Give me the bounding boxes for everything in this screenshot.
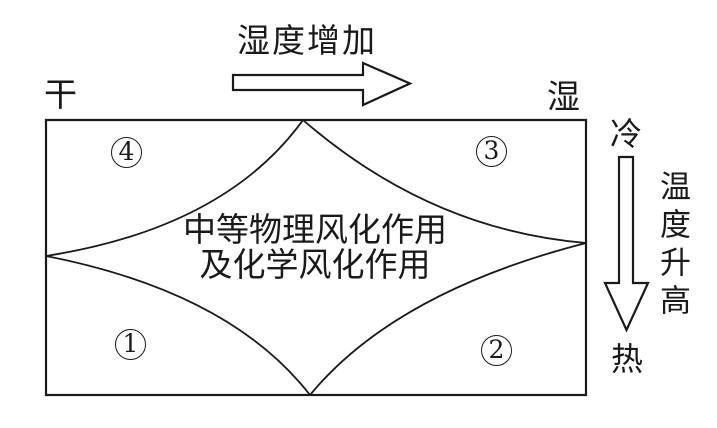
curve-top-right: [302, 119, 587, 244]
right-arrow-icon: [231, 61, 413, 107]
region-2-number: 2: [488, 335, 505, 364]
humidity-arrow-label: 湿度增加: [237, 21, 377, 60]
cold-label: 冷: [610, 115, 643, 153]
region-4-marker: 4: [111, 137, 142, 168]
region-2-marker: 2: [481, 335, 512, 366]
region-1-marker: 1: [115, 329, 146, 360]
hot-label: 热: [611, 340, 644, 378]
region-3-number: 3: [483, 136, 500, 165]
center-region-line2: 及化学风化作用: [199, 245, 431, 284]
region-4-number: 4: [118, 137, 135, 166]
center-region-line1: 中等物理风化作用: [183, 210, 447, 249]
temperature-rise-label: 温度升高: [654, 170, 690, 322]
center-region-text: 中等物理风化作用 及化学风化作用: [165, 212, 465, 282]
wet-label: 湿: [547, 77, 580, 116]
region-1-number: 1: [122, 329, 139, 358]
curve-bottom-right: [309, 242, 587, 396]
region-3-marker: 3: [476, 136, 507, 167]
curve-top-left: [45, 119, 304, 257]
diagram-rectangle: [44, 118, 588, 397]
down-arrow-icon: [603, 155, 650, 333]
curve-bottom-left: [45, 255, 311, 396]
dry-label: 干: [44, 75, 77, 114]
